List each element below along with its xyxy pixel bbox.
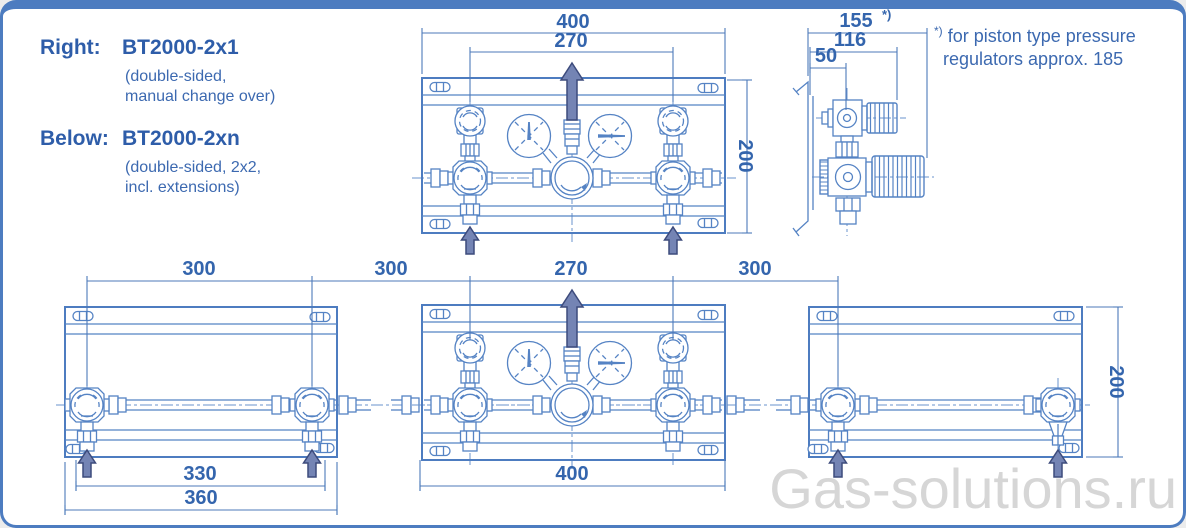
front-view-dimensions: 400 270 200 (421, 11, 756, 234)
legend-right-desc-line1: (double-sided, (125, 68, 227, 85)
inlet-flow-arrow (828, 449, 848, 478)
footnote-line1: for piston type pressure (947, 26, 1136, 46)
footnote: *) for piston type pressure regulators a… (934, 20, 1136, 71)
pipe-link-right (726, 395, 809, 415)
dim-label-front-height: 200 (734, 139, 756, 172)
dim-label-center: 270 (554, 258, 587, 280)
legend-below-desc-line1: (double-sided, 2x2, (125, 159, 262, 176)
legend-right-model: BT2000-2x1 (122, 36, 239, 59)
dim-label-span2: 300 (374, 258, 407, 280)
shut-off-valve (64, 387, 110, 423)
inlet-flow-arrow (302, 449, 322, 478)
legend-below-desc: (double-sided, 2x2, incl. extensions) (125, 158, 275, 198)
legend-below-desc-line2: incl. extensions) (125, 179, 240, 196)
dim-label-main-width: 400 (555, 463, 588, 485)
legend-right-row: Right: BT2000-2x1 (40, 36, 275, 60)
coupling-side (835, 135, 859, 158)
dim-label-side-body: 50 (815, 45, 837, 67)
legend-right-desc: (double-sided, manual change over) (125, 67, 275, 107)
shut-off-valve (1035, 387, 1081, 423)
pipe-link-left (338, 395, 420, 415)
extension-panel-right (807, 306, 1083, 478)
dim-label-holes: 330 (183, 463, 216, 485)
inlet-flow-arrow (663, 226, 683, 255)
extended-view-dimensions: 300 300 270 300 330 360 400 200 (64, 258, 1127, 515)
outlet-flow-arrow (560, 62, 584, 121)
dim-label-span3: 300 (738, 258, 771, 280)
front-view-drawing: 400 270 200 (412, 11, 756, 255)
wall-bracket (792, 80, 814, 237)
footnote-marker: *) (934, 24, 943, 38)
dim-label-side-footnote-marker: *) (882, 7, 891, 22)
dim-label-side-total: 155 (839, 10, 872, 32)
footnote-line2: regulators approx. 185 (943, 49, 1124, 69)
legend: Right: BT2000-2x1 (double-sided, manual c… (40, 36, 275, 218)
side-view-dimensions: 155 *) 116 50 (807, 7, 928, 158)
shut-off-valve (289, 387, 335, 423)
inlet-flow-arrow (460, 226, 480, 255)
lower-regulator-side (819, 155, 925, 225)
legend-below-model: BT2000-2xn (122, 127, 240, 150)
dim-label-front-ports: 270 (554, 30, 587, 52)
dim-label-side-knob: 116 (834, 29, 866, 51)
extended-view-drawing: 300 300 270 300 330 360 400 200 (56, 258, 1127, 515)
legend-right-desc-line2: manual change over) (125, 88, 276, 105)
inlet-flow-arrow (1048, 449, 1068, 478)
shut-off-valve (815, 387, 861, 423)
dim-label-front-width: 400 (556, 11, 589, 33)
upper-regulator-side (821, 99, 898, 137)
dim-label-span1: 300 (182, 258, 215, 280)
legend-below-row: Below: BT2000-2xn (40, 127, 275, 151)
side-view-drawing: 155 *) 116 50 (792, 7, 934, 237)
purge-valve (1048, 421, 1068, 446)
dim-label-ext-height: 200 (1105, 365, 1127, 398)
extension-panel-left (64, 306, 338, 478)
dim-label-ext-width: 360 (184, 487, 217, 509)
outlet-flow-arrow (560, 289, 584, 348)
legend-right-label: Right: (40, 36, 101, 59)
legend-below-label: Below: (40, 127, 109, 150)
